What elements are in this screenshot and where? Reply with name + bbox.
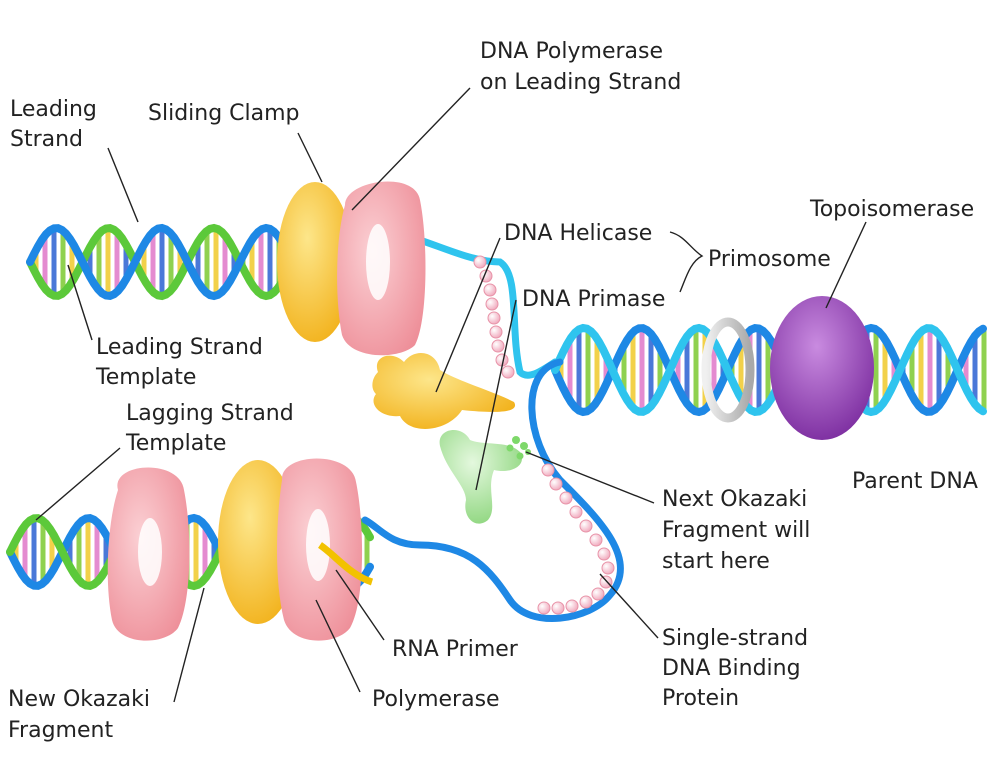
label-rna-primer: RNA Primer — [392, 637, 519, 662]
binding-protein-bead — [579, 519, 593, 533]
label-primosome: Primosome — [708, 247, 831, 272]
helix-backbone — [551, 323, 987, 417]
binding-protein-bead — [601, 561, 615, 575]
binding-protein-bead — [591, 587, 605, 601]
binding-protein-bead — [485, 297, 499, 311]
label-leading-strand: Leading Strand — [10, 97, 104, 152]
label-lagging-strand-template: Lagging Strand Template — [125, 401, 301, 456]
binding-protein-bead — [589, 533, 603, 547]
binding-protein-bead — [473, 255, 487, 269]
sliding-clamp-leading — [277, 182, 353, 342]
leading-template-single-strand — [391, 228, 559, 379]
primosome-ring — [701, 317, 755, 423]
binding-protein-bead — [501, 365, 515, 379]
single-strand-binding-protein-beads — [473, 255, 615, 615]
binding-protein-bead — [579, 595, 593, 609]
label-polymerase: Polymerase — [372, 687, 500, 712]
dna-helicase — [372, 352, 516, 429]
binding-protein-bead — [599, 575, 613, 589]
label-next-okazaki: Next Okazaki Fragment will start here — [662, 487, 817, 574]
binding-protein-bead — [483, 283, 497, 297]
binding-protein-bead — [559, 491, 573, 505]
primer-start-dots — [506, 436, 531, 460]
leader-lines — [35, 87, 867, 703]
binding-protein-bead — [565, 599, 579, 613]
label-dna-polymerase-leading: DNA Polymerase on Leading Strand — [480, 39, 681, 95]
label-new-okazaki: New Okazaki Fragment — [8, 687, 157, 743]
label-leading-strand-template: Leading Strand Template — [95, 335, 270, 390]
label-dna-helicase: DNA Helicase — [504, 221, 652, 246]
label-parent-dna: Parent DNA — [852, 469, 978, 494]
binding-protein-bead — [551, 601, 565, 615]
label-dna-primase: DNA Primase — [522, 287, 665, 312]
lagging-template-single-strand — [361, 358, 624, 622]
rna-primer-segment — [317, 542, 374, 586]
label-topoisomerase: Topoisomerase — [809, 197, 974, 222]
binding-protein-bead — [489, 325, 503, 339]
label-sliding-clamp: Sliding Clamp — [148, 101, 300, 126]
binding-protein-bead — [569, 505, 583, 519]
binding-protein-bead — [597, 547, 611, 561]
binding-protein-bead — [549, 477, 563, 491]
binding-protein-bead — [541, 463, 555, 477]
topoisomerase — [770, 296, 874, 440]
helix-backbone — [551, 323, 987, 417]
parent-dna-helix — [551, 323, 987, 417]
sliding-clamp-lagging — [218, 460, 298, 624]
label-single-strand-binding: Single-strand DNA Binding Protein — [662, 626, 815, 711]
binding-protein-bead — [537, 601, 551, 615]
binding-protein-bead — [491, 339, 505, 353]
binding-protein-bead — [487, 311, 501, 325]
dna-primase — [439, 429, 522, 524]
